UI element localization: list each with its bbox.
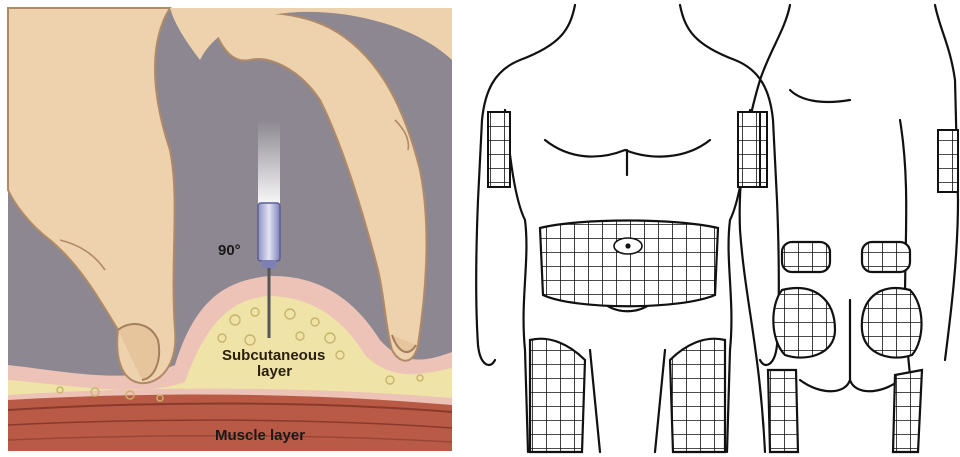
back-left-arm-site <box>738 112 760 187</box>
muscle-label: Muscle layer <box>215 427 305 444</box>
abdomen-site <box>540 221 718 307</box>
back-right-buttock-site <box>862 288 922 357</box>
subcutaneous-label-line2: layer <box>257 363 292 380</box>
back-right-thigh-site <box>893 370 922 452</box>
front-right-thigh-site <box>670 339 725 452</box>
needle-glow <box>258 120 280 205</box>
syringe-barrel <box>258 203 280 261</box>
front-left-arm-site <box>488 112 510 187</box>
subcutaneous-label-line1: Subcutaneous <box>222 347 325 364</box>
back-left-flank-site <box>782 242 830 272</box>
back-left-thigh-site <box>768 370 798 452</box>
back-right-arm-site <box>938 130 958 192</box>
injection-illustration: 90° Subcutaneous layer Muscle layer <box>0 0 460 457</box>
front-body-view <box>476 5 779 452</box>
back-body-view <box>738 5 958 452</box>
front-left-thigh-site <box>530 339 585 452</box>
back-right-flank-site <box>862 242 910 272</box>
back-left-buttock-site <box>773 288 835 357</box>
angle-label: 90° <box>218 242 241 259</box>
